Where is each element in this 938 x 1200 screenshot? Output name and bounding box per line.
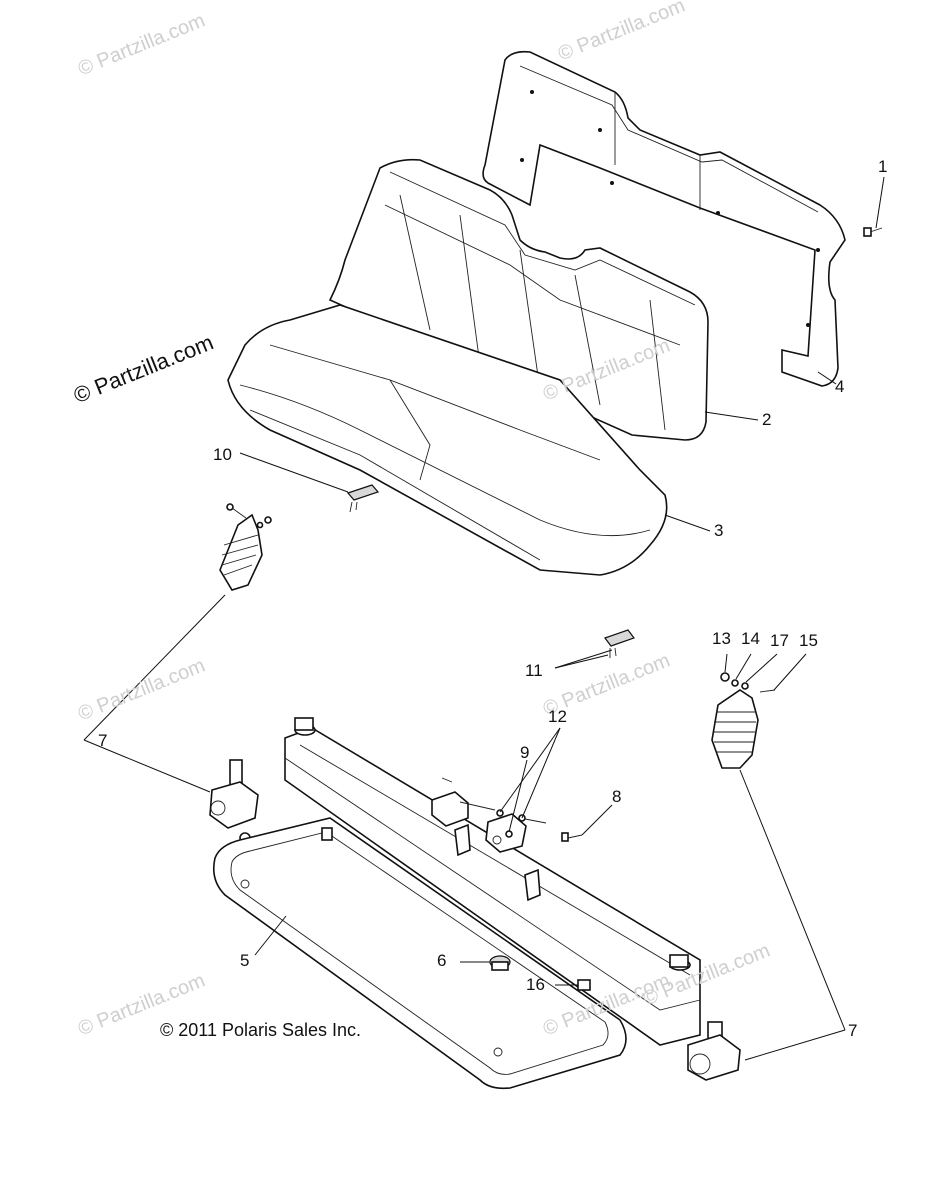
nut-part-16: [577, 979, 591, 991]
clamp-left: [209, 759, 259, 870]
callout-16: 16: [526, 975, 545, 994]
clamp-right: [687, 1021, 741, 1081]
callout-7-right: 7: [848, 1021, 858, 1040]
bracket-part-10: [346, 484, 380, 513]
callout-9: 9: [520, 743, 530, 762]
seat-back-cushion: [328, 158, 709, 441]
callout-2: 2: [762, 410, 772, 429]
callout-12: 12: [548, 707, 567, 726]
bracket-part-11: [604, 629, 635, 658]
copyright-notice: © 2011 Polaris Sales Inc.: [160, 1020, 362, 1040]
seat-frame: [212, 817, 627, 1090]
spring-assembly-right: [711, 672, 776, 769]
leader-lines: [83, 176, 885, 1061]
callout-4: 4: [835, 377, 845, 396]
spring-assembly-left: [219, 503, 272, 591]
callout-11: 11: [525, 661, 543, 680]
callout-3: 3: [714, 521, 724, 540]
seat-back-panel: [482, 50, 846, 387]
callout-17: 17: [770, 631, 789, 650]
callout-5: 5: [240, 951, 250, 970]
bolt-part-1: [863, 227, 883, 237]
callout-1: 1: [878, 157, 888, 176]
callout-14: 14: [741, 629, 760, 648]
callout-10: 10: [213, 445, 232, 464]
grommet-part-6: [489, 955, 511, 971]
callout-8: 8: [612, 787, 622, 806]
callout-13: 13: [712, 629, 731, 648]
seat-bottom-cushion: [227, 304, 668, 576]
bolt-part-8: [561, 832, 583, 842]
callout-7-left: 7: [98, 731, 108, 750]
callout-6: 6: [437, 951, 447, 970]
seat-base-rail: [284, 717, 701, 1046]
callout-15: 15: [799, 631, 818, 650]
seat-belt-buckles: [431, 777, 547, 853]
